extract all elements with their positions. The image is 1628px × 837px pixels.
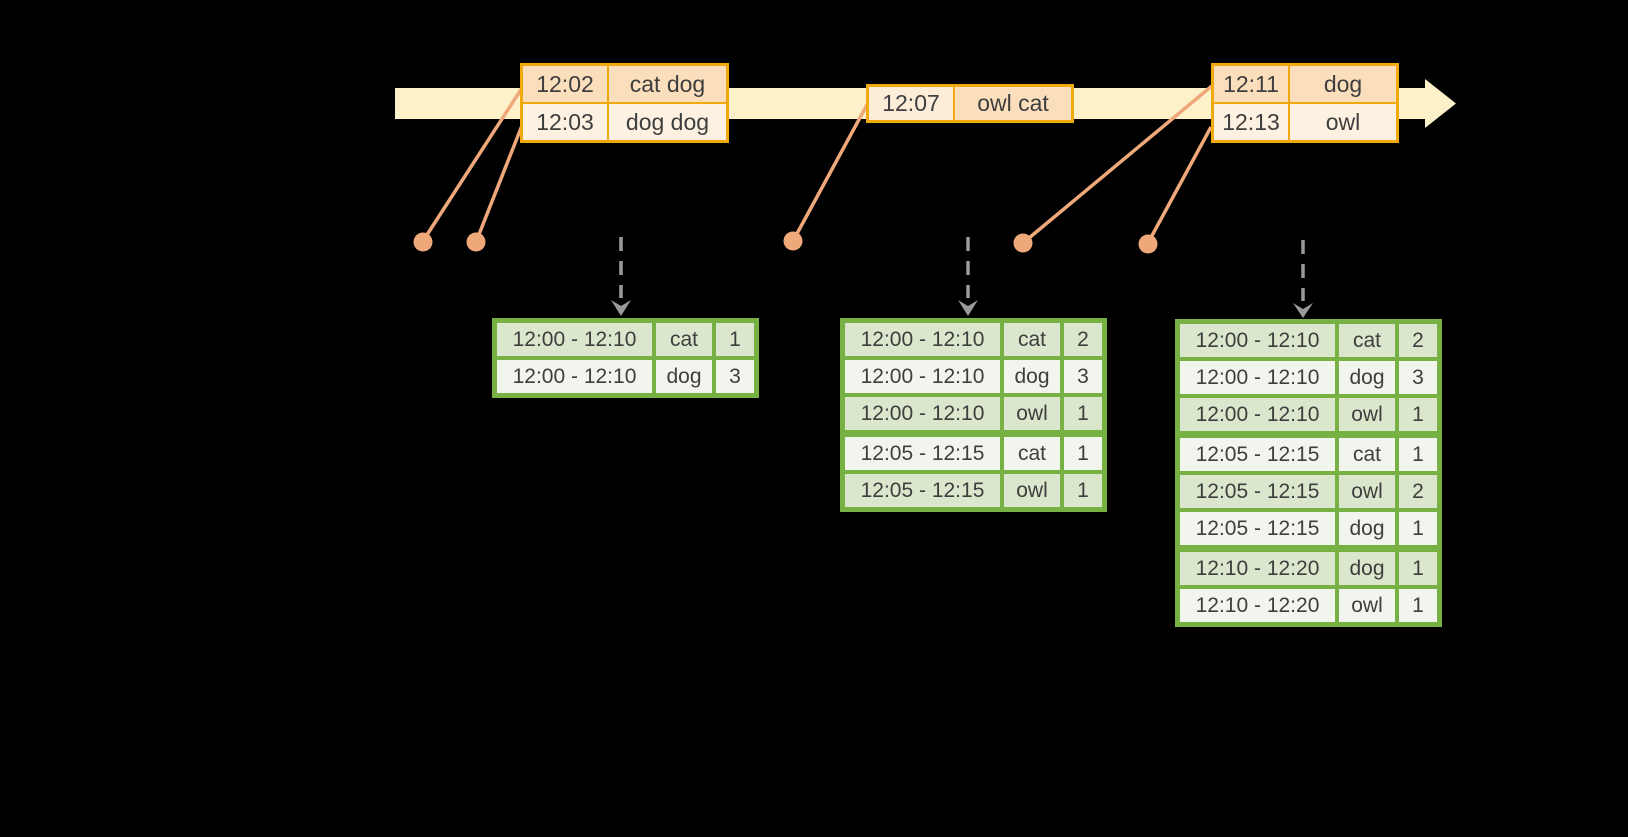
result-window-cell: 12:00 - 12:10 xyxy=(1180,398,1335,431)
result-count-cell: 1 xyxy=(1399,438,1437,471)
result-word-cell: cat xyxy=(1004,323,1060,356)
result-window-cell: 12:00 - 12:10 xyxy=(497,323,652,356)
result-count-cell: 1 xyxy=(716,323,754,356)
event-dot-1211 xyxy=(1013,233,1033,253)
stream-arrow-head xyxy=(1425,79,1456,128)
event-dot-1207 xyxy=(783,231,803,251)
result-count-cell: 2 xyxy=(1399,324,1437,357)
result-word-cell: owl xyxy=(1339,475,1395,508)
result-window-cell: 12:05 - 12:15 xyxy=(845,474,1000,507)
connector-line-1203 xyxy=(474,122,525,243)
connector-line-1211 xyxy=(1021,83,1215,245)
result-word-cell: dog xyxy=(1339,361,1395,394)
result-window-cell: 12:10 - 12:20 xyxy=(1180,589,1335,622)
result-count-cell: 1 xyxy=(1399,512,1437,545)
trigger-arrow-head-1 xyxy=(611,300,631,316)
result-word-cell: owl xyxy=(1004,397,1060,430)
result-window-cell: 12:00 - 12:10 xyxy=(497,360,652,393)
result-window-cell: 12:05 - 12:15 xyxy=(1180,438,1335,471)
trigger-arrow-head-3 xyxy=(1293,303,1313,318)
result-count-cell: 3 xyxy=(716,360,754,393)
event-words-cell: cat dog xyxy=(609,66,726,102)
event-time-cell: 12:11 xyxy=(1214,66,1290,102)
result-window-cell: 12:05 - 12:15 xyxy=(845,437,1000,470)
result-word-cell: cat xyxy=(1004,437,1060,470)
event-time-cell: 12:03 xyxy=(523,104,609,140)
result-window-cell: 12:00 - 12:10 xyxy=(845,397,1000,430)
event-time-cell: 12:13 xyxy=(1214,104,1290,140)
result-window-cell: 12:00 - 12:10 xyxy=(1180,324,1335,357)
result-window-cell: 12:10 - 12:20 xyxy=(1180,552,1335,585)
connector-line-1207 xyxy=(791,102,870,242)
connector-line-1202 xyxy=(421,87,524,242)
result-word-cell: dog xyxy=(1339,552,1395,585)
result-word-cell: cat xyxy=(1339,438,1395,471)
result-word-cell: dog xyxy=(1004,360,1060,393)
trigger-arrow-head-2 xyxy=(958,300,978,316)
result-window-cell: 12:00 - 12:10 xyxy=(845,360,1000,393)
result-count-cell: 1 xyxy=(1399,552,1437,585)
result-word-cell: dog xyxy=(1339,512,1395,545)
result-window-cell: 12:05 - 12:15 xyxy=(1180,512,1335,545)
result-count-cell: 3 xyxy=(1064,360,1102,393)
connector-line-1213 xyxy=(1146,126,1213,244)
event-dot-1213 xyxy=(1138,234,1158,254)
result-word-cell: owl xyxy=(1004,474,1060,507)
result-word-cell: owl xyxy=(1339,589,1395,622)
result-word-cell: cat xyxy=(1339,324,1395,357)
result-count-cell: 2 xyxy=(1064,323,1102,356)
result-count-cell: 1 xyxy=(1064,437,1102,470)
event-dot-1203 xyxy=(466,232,486,252)
event-words-cell: owl cat xyxy=(955,87,1071,120)
event-time-cell: 12:07 xyxy=(869,87,955,120)
result-count-cell: 1 xyxy=(1064,474,1102,507)
event-words-cell: dog xyxy=(1290,66,1396,102)
result-count-cell: 3 xyxy=(1399,361,1437,394)
result-window-cell: 12:00 - 12:10 xyxy=(845,323,1000,356)
event-words-cell: owl xyxy=(1290,104,1396,140)
event-time-cell: 12:02 xyxy=(523,66,609,102)
result-count-cell: 1 xyxy=(1399,398,1437,431)
result-count-cell: 1 xyxy=(1064,397,1102,430)
event-words-cell: dog dog xyxy=(609,104,726,140)
result-window-cell: 12:00 - 12:10 xyxy=(1180,361,1335,394)
result-word-cell: owl xyxy=(1339,398,1395,431)
result-word-cell: dog xyxy=(656,360,712,393)
result-count-cell: 2 xyxy=(1399,475,1437,508)
event-dot-1202 xyxy=(413,232,433,252)
result-window-cell: 12:05 - 12:15 xyxy=(1180,475,1335,508)
result-count-cell: 1 xyxy=(1399,589,1437,622)
result-word-cell: cat xyxy=(656,323,712,356)
